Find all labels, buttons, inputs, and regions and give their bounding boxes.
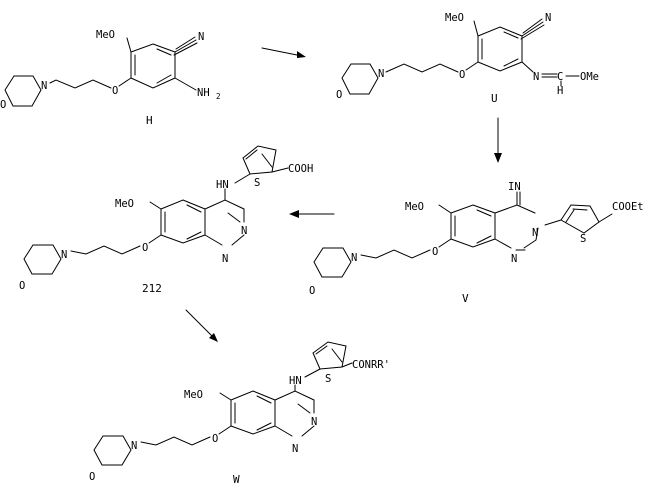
v-compound-label: V bbox=[462, 292, 469, 305]
h-methoxy-label: MeO bbox=[96, 29, 115, 41]
212-ether-o: O bbox=[142, 242, 148, 254]
h-benzene-ring bbox=[131, 44, 175, 88]
v-ester: COOEt bbox=[612, 201, 644, 213]
h-morpholine-ring bbox=[5, 76, 41, 106]
v-benzo-ring bbox=[451, 205, 495, 247]
u-compound-label: U bbox=[491, 92, 498, 105]
u-imidate-ome: OMe bbox=[580, 71, 599, 83]
u-ether-o: O bbox=[459, 69, 465, 81]
arrow-212-to-w bbox=[186, 310, 218, 342]
u-methoxy-label: MeO bbox=[445, 12, 464, 24]
w-thiophene-ring bbox=[313, 342, 346, 369]
v-methoxy-label: MeO bbox=[405, 201, 424, 213]
w-amide: CONRR' bbox=[352, 359, 390, 371]
v-ether-o: O bbox=[432, 246, 438, 258]
w-ether-o: O bbox=[212, 433, 218, 445]
compound-212: N N HN S COOH MeO O N O 212 bbox=[19, 146, 313, 295]
212-ring-n3: N bbox=[241, 225, 247, 237]
w-compound-label: W bbox=[233, 473, 240, 486]
h-amine-subscript: 2 bbox=[216, 92, 221, 101]
u-imidate-n: N bbox=[533, 71, 539, 83]
w-morpholine-o: O bbox=[89, 471, 95, 483]
h-ether-o: O bbox=[112, 85, 118, 97]
w-methoxy-label: MeO bbox=[184, 389, 203, 401]
h-amine-label: NH bbox=[197, 87, 210, 99]
u-imidate-h: H bbox=[557, 85, 563, 97]
u-nitrile-n: N bbox=[545, 12, 551, 24]
212-acid: COOH bbox=[288, 163, 313, 175]
212-ring-n1: N bbox=[222, 253, 228, 265]
212-morpholine-o: O bbox=[19, 280, 25, 292]
w-morpholine-ring bbox=[94, 436, 131, 465]
w-benzo-ring bbox=[231, 391, 275, 434]
u-morpholine-o: O bbox=[336, 89, 342, 101]
212-morpholine-n: N bbox=[61, 249, 67, 261]
compound-w: N N HN S CONRR' MeO O N O W bbox=[89, 342, 390, 486]
v-morpholine-n: N bbox=[351, 252, 357, 264]
v-thiophene-s: S bbox=[580, 233, 586, 245]
212-thiophene-s: S bbox=[254, 177, 260, 189]
w-thiophene-s: S bbox=[325, 373, 331, 385]
212-methoxy-label: MeO bbox=[115, 198, 134, 210]
arrow-v-to-212 bbox=[289, 210, 334, 218]
w-morpholine-n: N bbox=[131, 440, 137, 452]
u-benzene-ring bbox=[478, 27, 522, 71]
v-ring-n3: N bbox=[532, 227, 538, 239]
compound-h: N MeO NH 2 O N O H bbox=[0, 29, 221, 127]
compound-u: N MeO N C H OMe O N O U bbox=[336, 12, 599, 105]
h-morpholine-o: O bbox=[0, 99, 6, 111]
v-ring-n1: N bbox=[511, 253, 517, 265]
212-thiophene-ring bbox=[243, 146, 276, 174]
v-morpholine-o: O bbox=[309, 285, 315, 297]
212-morpholine-ring bbox=[24, 245, 61, 274]
arrow-h-to-u bbox=[262, 48, 306, 58]
h-nitrile-n: N bbox=[198, 31, 204, 43]
v-imine-label: IN bbox=[508, 181, 521, 193]
arrow-u-to-v bbox=[494, 118, 502, 163]
u-morpholine-ring bbox=[342, 64, 378, 94]
u-morpholine-n: N bbox=[378, 68, 384, 80]
212-compound-label: 212 bbox=[142, 282, 162, 295]
v-morpholine-ring bbox=[314, 248, 351, 277]
w-ring-n1: N bbox=[292, 443, 298, 455]
212-benzo-ring bbox=[161, 200, 205, 243]
212-amine: HN bbox=[216, 179, 229, 191]
h-morpholine-n: N bbox=[41, 80, 47, 92]
w-amine: HN bbox=[289, 375, 302, 387]
compound-v: N N IN S COOEt MeO O N O V bbox=[309, 181, 644, 305]
h-compound-label: H bbox=[146, 114, 153, 127]
u-imidate-c: C bbox=[557, 71, 563, 83]
w-ring-n3: N bbox=[311, 416, 317, 428]
